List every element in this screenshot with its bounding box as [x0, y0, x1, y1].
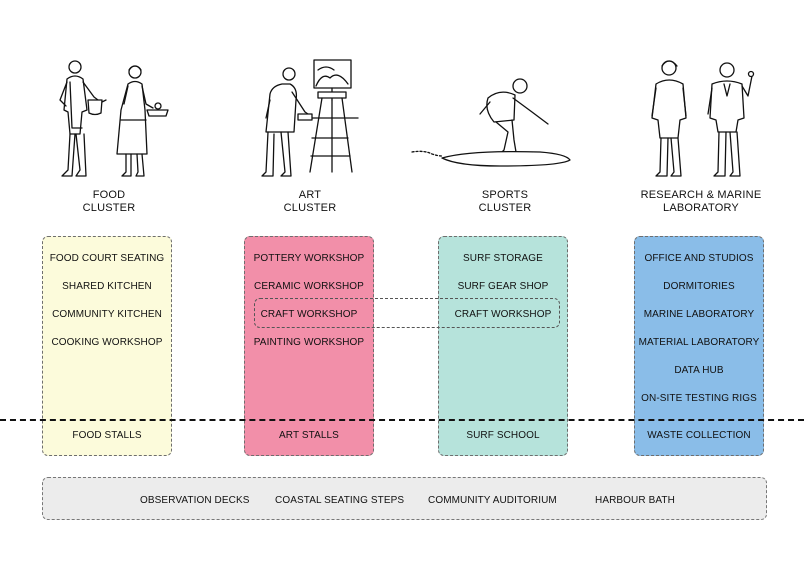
program-item: SURF STORAGE — [463, 253, 543, 264]
shared-spaces-band: OBSERVATION DECKS COASTAL SEATING STEPS … — [42, 477, 767, 520]
program-item: DORMITORIES — [663, 281, 735, 292]
cluster-illustrations — [59, 59, 755, 177]
program-item: OFFICE AND STUDIOS — [644, 253, 754, 264]
program-item: DATA HUB — [674, 365, 724, 376]
cluster-title-line: CLUSTER — [478, 202, 532, 214]
sports-cluster-column: SURF STORAGE SURF GEAR SHOP CRAFT WORKSH… — [438, 236, 568, 456]
shared-space-item: COASTAL SEATING STEPS — [275, 495, 405, 506]
cooks-icon — [59, 60, 169, 177]
cluster-title-line: SPORTS — [481, 189, 529, 201]
program-item: COMMUNITY KITCHEN — [52, 309, 162, 320]
cluster-title-line: CLUSTER — [82, 202, 136, 214]
surfer-icon — [411, 78, 571, 167]
cluster-title-line: CLUSTER — [283, 202, 337, 214]
ground-level-line — [0, 419, 804, 421]
program-item: PAINTING WORKSHOP — [253, 337, 365, 348]
cluster-title-line: FOOD — [92, 189, 126, 201]
ground-program-item: ART STALLS — [279, 430, 339, 441]
cluster-title-art: ART CLUSTER — [230, 189, 390, 215]
program-item: CRAFT WORKSHOP — [454, 309, 552, 320]
cluster-title-food: FOOD CLUSTER — [29, 189, 189, 215]
program-item: MARINE LABORATORY — [643, 309, 755, 320]
ground-program-item: SURF SCHOOL — [466, 430, 540, 441]
shared-craft-workshop-link — [254, 298, 560, 328]
program-item: POTTERY WORKSHOP — [253, 253, 365, 264]
painter-at-easel-icon — [261, 59, 359, 177]
researchers-icon — [651, 60, 755, 177]
program-item: SURF GEAR SHOP — [457, 281, 549, 292]
cluster-title-line: ART — [298, 189, 322, 201]
research-cluster-column: OFFICE AND STUDIOS DORMITORIES MARINE LA… — [634, 236, 764, 456]
program-item: COOKING WORKSHOP — [51, 337, 163, 348]
program-item: FOOD COURT SEATING — [49, 253, 165, 264]
food-cluster-column: FOOD COURT SEATING SHARED KITCHEN COMMUN… — [42, 236, 172, 456]
art-cluster-column: POTTERY WORKSHOP CERAMIC WORKSHOP CRAFT … — [244, 236, 374, 456]
cluster-title-sports: SPORTS CLUSTER — [425, 189, 585, 215]
program-item: MATERIAL LABORATORY — [638, 337, 760, 348]
shared-space-item: COMMUNITY AUDITORIUM — [428, 495, 557, 506]
ground-program-item: WASTE COLLECTION — [647, 430, 751, 441]
shared-space-item: HARBOUR BATH — [595, 495, 675, 506]
cluster-title-line: LABORATORY — [663, 202, 739, 214]
cluster-title-research: RESEARCH & MARINE LABORATORY — [621, 189, 781, 215]
ground-program-item: FOOD STALLS — [72, 430, 142, 441]
program-item: CRAFT WORKSHOP — [260, 309, 358, 320]
program-item: SHARED KITCHEN — [62, 281, 152, 292]
shared-space-item: OBSERVATION DECKS — [140, 495, 250, 506]
cluster-title-line: RESEARCH & MARINE — [640, 189, 762, 201]
program-item: CERAMIC WORKSHOP — [254, 281, 364, 292]
program-item: ON-SITE TESTING RIGS — [641, 393, 757, 404]
